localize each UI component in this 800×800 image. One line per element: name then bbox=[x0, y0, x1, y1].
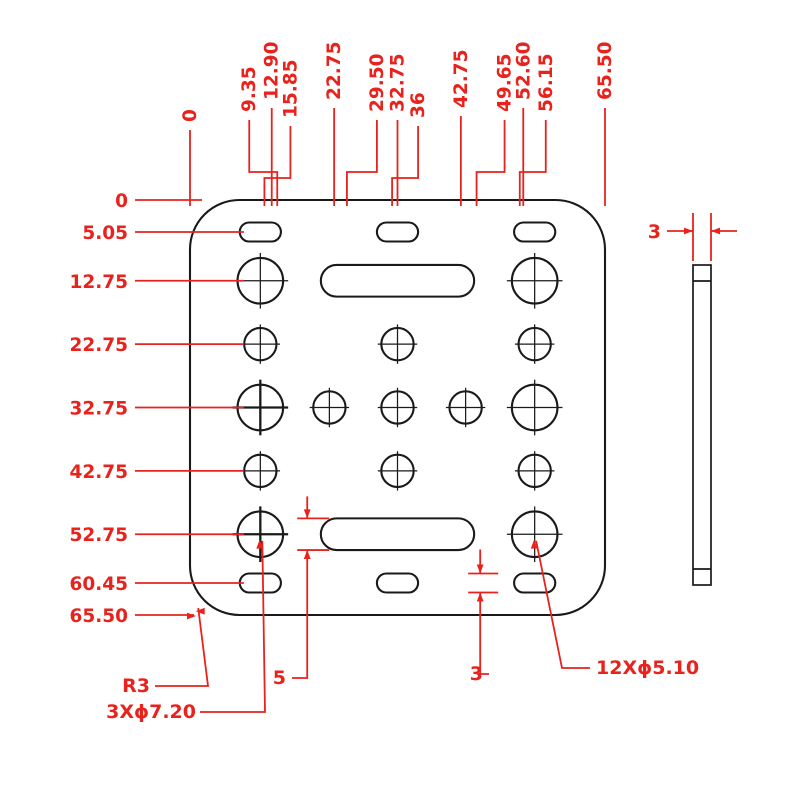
top-dimension-label: 49.65 bbox=[495, 53, 516, 112]
left-dimension-label: 12.75 bbox=[69, 272, 128, 293]
top-dimension-4: 22.75 bbox=[324, 41, 345, 206]
left-dimension-7: 60.45 bbox=[69, 574, 244, 595]
left-dimension-label: 65.50 bbox=[69, 606, 128, 627]
left-dimension-4: 32.75 bbox=[69, 399, 244, 420]
top-dimension-11: 56.15 bbox=[518, 53, 557, 206]
slot-top bbox=[238, 221, 282, 243]
left-dimension-5: 42.75 bbox=[69, 462, 244, 483]
note-slot3-label: 3 bbox=[470, 663, 483, 685]
top-dimension-8: 42.75 bbox=[451, 49, 472, 206]
extension-line-jogged bbox=[263, 126, 292, 206]
slot-bottom bbox=[238, 572, 282, 594]
arrow-head bbox=[187, 612, 196, 620]
top-dimension-label: 56.15 bbox=[536, 53, 557, 112]
top-dimension-3: 15.85 bbox=[263, 59, 301, 206]
top-dimension-label: 12.90 bbox=[262, 41, 283, 100]
extension-line-jogged bbox=[248, 120, 279, 206]
extension-line-jogged bbox=[346, 120, 378, 206]
small-hole-arrow bbox=[530, 539, 538, 549]
extension-line-jogged bbox=[518, 120, 547, 206]
side-view-body bbox=[692, 264, 712, 586]
left-dimension-label: 60.45 bbox=[69, 574, 128, 595]
top-dimension-label: 22.75 bbox=[324, 41, 345, 100]
left-dimension-2: 12.75 bbox=[69, 272, 244, 293]
extension-line-jogged bbox=[475, 120, 506, 206]
slot-bottom bbox=[375, 572, 420, 594]
left-dimension-label: 22.75 bbox=[69, 335, 128, 356]
top-dimension-2: 12.90 bbox=[262, 41, 283, 206]
top-dimension-label: 52.60 bbox=[513, 41, 534, 100]
r3-arrow bbox=[195, 607, 205, 615]
top-dimension-label: 32.75 bbox=[388, 53, 409, 112]
thickness-arrow-left bbox=[684, 227, 693, 235]
left-dimension-6: 52.75 bbox=[69, 525, 244, 546]
small-hole-leader bbox=[535, 540, 590, 669]
left-dimension-0: 0 bbox=[115, 191, 202, 212]
slot-long-lower bbox=[319, 517, 476, 552]
dim5-leader bbox=[292, 550, 309, 679]
side-view: 3 bbox=[648, 213, 737, 586]
note-r3-label: R3 bbox=[122, 675, 150, 697]
left-dimension-label: 42.75 bbox=[69, 462, 128, 483]
dim5-arrow-upper bbox=[303, 509, 311, 519]
side-thickness-label: 3 bbox=[648, 221, 661, 243]
note-slot5-label: 5 bbox=[273, 667, 286, 689]
top-dimension-0: 0 bbox=[180, 109, 201, 206]
top-dimension-label: 36 bbox=[408, 92, 429, 118]
large-hole-arrow bbox=[256, 539, 264, 549]
slot-top bbox=[513, 221, 557, 243]
left-dimension-label: 0 bbox=[115, 191, 128, 212]
top-dimension-label: 65.50 bbox=[595, 41, 616, 100]
front-view bbox=[188, 198, 607, 617]
left-dimension-group: 0 5.05 12.75 22.75 32.75 42.75 52.75 60.45 65.50 bbox=[69, 191, 244, 627]
left-dimension-8: 65.50 bbox=[69, 606, 196, 627]
top-dimension-9: 49.65 bbox=[475, 53, 516, 206]
note-large-holes-label: 3Xϕ7.20 bbox=[106, 701, 196, 723]
top-dimension-label: 0 bbox=[180, 109, 201, 122]
slot-top bbox=[375, 221, 420, 243]
dim3-leader bbox=[479, 592, 489, 675]
r3-leader bbox=[155, 607, 210, 687]
top-dimension-10: 52.60 bbox=[513, 41, 534, 206]
left-dimension-1: 5.05 bbox=[82, 223, 244, 244]
left-dimension-label: 52.75 bbox=[69, 525, 128, 546]
note-small-holes-label: 12Xϕ5.10 bbox=[596, 657, 699, 679]
top-dimension-12: 65.50 bbox=[595, 41, 616, 206]
top-dimension-1: 9.35 bbox=[239, 66, 279, 206]
top-dimension-7: 36 bbox=[391, 92, 429, 206]
left-dimension-label: 32.75 bbox=[69, 399, 128, 420]
left-dimension-3: 22.75 bbox=[69, 335, 244, 356]
thickness-arrow-right bbox=[711, 227, 720, 235]
extension-line-jogged bbox=[391, 126, 419, 206]
dim3-arrow-upper bbox=[476, 564, 484, 574]
top-dimension-label: 9.35 bbox=[239, 66, 260, 112]
slot-bottom bbox=[513, 572, 557, 594]
top-dimension-label: 42.75 bbox=[451, 49, 472, 108]
top-dimension-5: 29.50 bbox=[346, 53, 388, 206]
top-dimension-label: 15.85 bbox=[280, 59, 301, 118]
top-dimension-6: 32.75 bbox=[388, 53, 409, 206]
top-dimension-label: 29.50 bbox=[367, 53, 388, 112]
slot-long-upper bbox=[319, 263, 476, 298]
large-hole-leader bbox=[200, 540, 266, 713]
note-leader-group: R3 3Xϕ7.20 12Xϕ5.10 5 3 bbox=[106, 496, 699, 723]
left-dimension-label: 5.05 bbox=[82, 223, 128, 244]
